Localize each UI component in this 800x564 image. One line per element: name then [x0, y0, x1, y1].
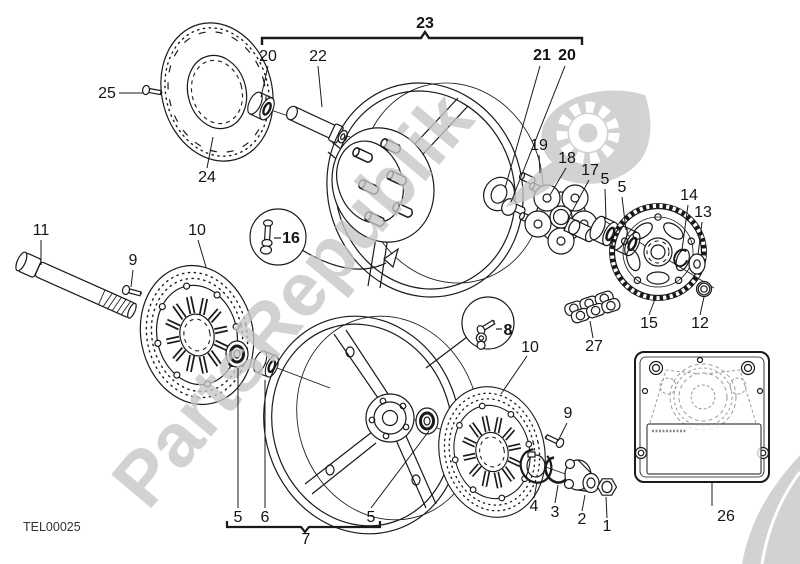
part-label-21: 21 — [533, 47, 551, 64]
part-label-2: 2 — [578, 511, 587, 528]
bracket-7 — [225, 521, 382, 534]
axle-nut-1 — [596, 478, 618, 496]
part-label-12: 12 — [691, 315, 709, 332]
bearing-5-front-right — [414, 406, 440, 436]
part-label-27: 27 — [585, 338, 603, 355]
rear-axle-22 — [285, 105, 348, 144]
spacer-hub-2 — [563, 458, 600, 494]
part-label-22: 22 — [309, 48, 327, 65]
disc-bolt-25 — [141, 84, 164, 98]
part-label-8: 8 — [504, 322, 513, 339]
part-labels: 23 20 22 21 20 25 24 19 18 17 5 5 14 13 … — [33, 15, 735, 548]
drawing-code: TEL00025 — [23, 520, 81, 534]
drawing-layer — [15, 22, 770, 535]
tyre-valve — [259, 219, 281, 255]
rear-wheel — [326, 82, 544, 298]
gasket-kit-box-26 — [634, 351, 770, 483]
part-label-20-a: 20 — [259, 48, 277, 65]
washer-13 — [688, 253, 706, 275]
part-label-10-a: 10 — [188, 222, 206, 239]
disc-bolt-9-front — [120, 284, 144, 300]
part-label-5-a: 5 — [601, 171, 610, 188]
bracket-23 — [260, 29, 584, 45]
bolt-inset-8 — [425, 296, 515, 369]
part-label-6: 6 — [261, 509, 270, 526]
gear-icon — [556, 101, 620, 165]
part-label-13: 13 — [694, 204, 712, 221]
part-label-5-b: 5 — [618, 179, 627, 196]
valve-inset-16 — [249, 208, 400, 270]
part-label-3: 3 — [551, 504, 560, 521]
part-label-18: 18 — [558, 150, 576, 167]
watermark-corner-swoosh — [742, 455, 800, 564]
part-label-20-b: 20 — [558, 47, 576, 64]
part-label-4: 4 — [530, 498, 539, 515]
part-label-5-front-left: 5 — [234, 509, 243, 526]
part-label-26: 26 — [717, 508, 735, 525]
front-axle-11 — [15, 251, 137, 319]
part-label-24: 24 — [198, 169, 216, 186]
part-label-25: 25 — [98, 85, 116, 102]
part-label-10-b: 10 — [521, 339, 539, 356]
nut-12 — [695, 280, 713, 298]
part-label-16: 16 — [282, 230, 300, 247]
part-label-11: 11 — [33, 222, 50, 239]
banjo-bolt — [475, 316, 499, 350]
part-label-5-front-right: 5 — [367, 509, 376, 526]
rear-sprocket-15 — [609, 203, 707, 301]
leader-lines — [40, 29, 713, 534]
front-wheel — [263, 315, 480, 535]
chain-segment-27 — [564, 290, 621, 324]
part-label-1: 1 — [603, 518, 612, 535]
part-label-19: 19 — [530, 137, 548, 154]
part-label-9-b: 9 — [564, 405, 573, 422]
circlip-14 — [673, 248, 689, 268]
watermark-logo — [506, 90, 651, 207]
part-label-7: 7 — [302, 531, 311, 548]
part-label-23: 23 — [416, 15, 434, 32]
part-label-14: 14 — [680, 187, 698, 204]
part-label-15: 15 — [640, 315, 658, 332]
part-label-9-a: 9 — [129, 252, 138, 269]
rear-brake-disc — [160, 22, 274, 162]
part-label-17: 17 — [581, 162, 599, 179]
